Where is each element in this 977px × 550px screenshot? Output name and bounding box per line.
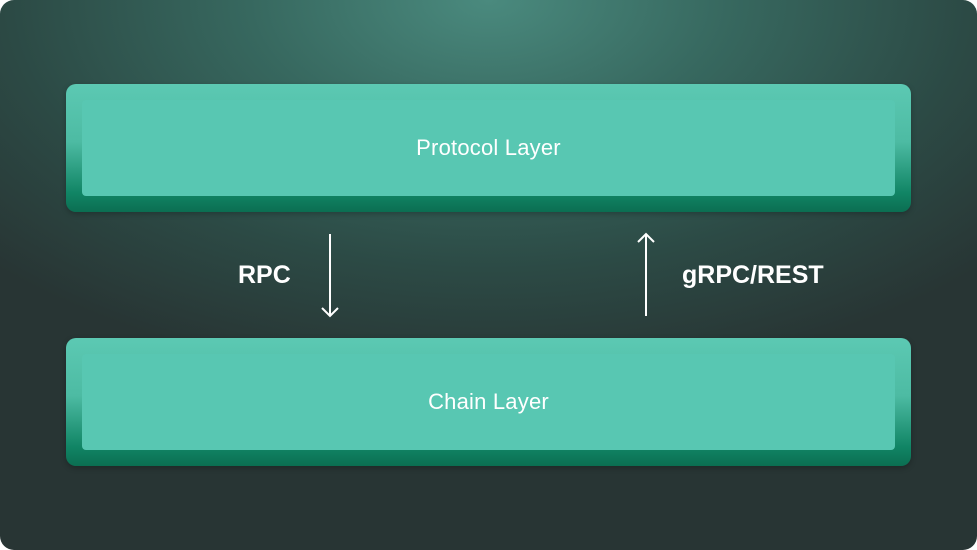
rpc-label: RPC — [238, 261, 291, 289]
chain-layer-label: Chain Layer — [428, 389, 549, 414]
protocol-layer-label: Protocol Layer — [416, 135, 561, 160]
chain-layer-panel: Chain Layer — [82, 354, 895, 450]
grpc-rest-label: gRPC/REST — [682, 261, 824, 289]
down-arrow-icon — [321, 234, 339, 318]
protocol-layer-box: Protocol Layer — [66, 84, 911, 212]
protocol-layer-panel: Protocol Layer — [82, 100, 895, 196]
up-arrow-icon — [637, 232, 655, 316]
chain-layer-box: Chain Layer — [66, 338, 911, 466]
